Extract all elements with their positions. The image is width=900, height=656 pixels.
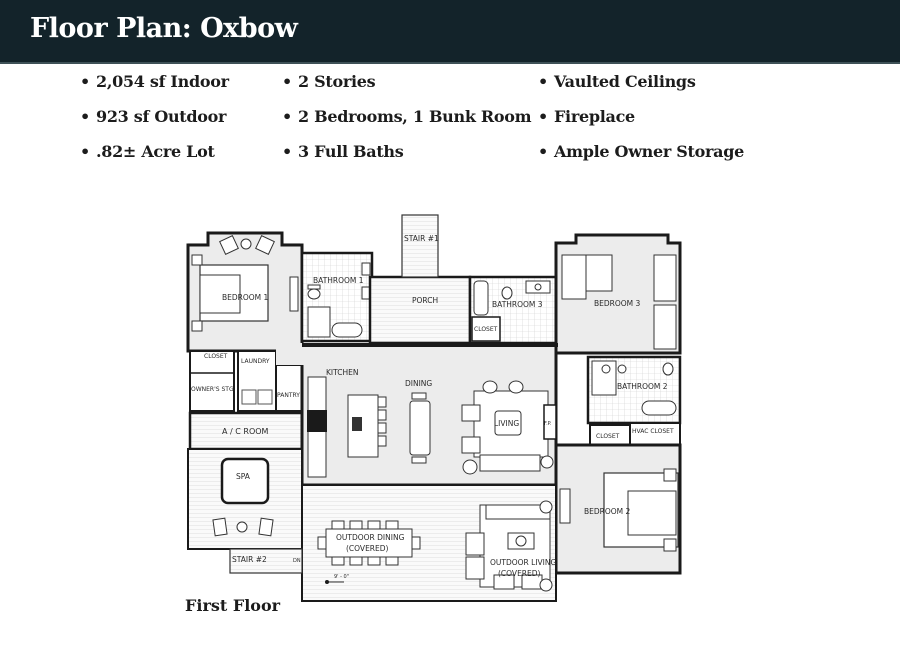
feature-item: •Ample Owner Storage	[538, 142, 744, 161]
room-bathroom-3: CLOSET BATHROOM 3	[468, 275, 558, 345]
svg-text:DN: DN	[293, 558, 301, 564]
feature-item: •.82± Acre Lot	[80, 142, 215, 161]
room-bedroom-3: BEDROOM 3	[554, 233, 682, 355]
svg-text:CLOSET: CLOSET	[474, 326, 498, 333]
svg-text:DINING: DINING	[405, 379, 432, 388]
svg-text:LIVING: LIVING	[494, 419, 519, 428]
svg-text:PANTRY: PANTRY	[277, 392, 300, 399]
utility-rooms: CLOSET OWNER'S STG. LAUNDRY PANTRY	[189, 350, 303, 412]
room-bedroom-2: BEDROOM 2	[554, 443, 682, 575]
svg-text:HVAC CLOSET: HVAC CLOSET	[632, 428, 674, 435]
svg-text:F.P.: F.P.	[544, 421, 552, 427]
room-ac: A / C ROOM	[188, 411, 304, 451]
floor-plan-diagram: BEDROOM 1 BATHROOM 1 CLOSET OWNER'S STG.…	[186, 214, 682, 602]
stair-1: STAIR #1	[401, 214, 439, 278]
feature-item: •Vaulted Ceilings	[538, 72, 696, 91]
svg-text:OUTDOOR LIVING: OUTDOOR LIVING	[490, 558, 556, 567]
svg-text:OWNER'S STG.: OWNER'S STG.	[191, 386, 236, 393]
page-title: Floor Plan: Oxbow	[30, 13, 298, 44]
feature-item: •Fireplace	[538, 107, 635, 126]
svg-text:BEDROOM 1: BEDROOM 1	[222, 293, 269, 302]
svg-text:LAUNDRY: LAUNDRY	[241, 358, 270, 365]
room-bedroom-1: BEDROOM 1	[186, 231, 304, 353]
svg-text:STAIR #1: STAIR #1	[404, 234, 439, 243]
svg-text:OUTDOOR DINING: OUTDOOR DINING	[336, 533, 405, 542]
outdoor-deck: SPA STAIR #2 DN OUTDOOR DINING (COVERED)…	[187, 448, 557, 602]
floor-caption: First Floor	[185, 596, 281, 615]
room-great-room: KITCHEN DINING LIVING F.P.	[300, 343, 558, 487]
feature-item: •2 Bedrooms, 1 Bunk Room	[282, 107, 532, 126]
svg-text:9' - 0": 9' - 0"	[334, 574, 349, 580]
header-bar: Floor Plan: Oxbow	[0, 0, 900, 64]
svg-text:BATHROOM 2: BATHROOM 2	[617, 382, 668, 391]
svg-text:PORCH: PORCH	[412, 296, 438, 305]
feature-item: •3 Full Baths	[282, 142, 404, 161]
room-bathroom-1: BATHROOM 1	[300, 251, 374, 343]
feature-item: •2,054 sf Indoor	[80, 72, 229, 91]
svg-text:BATHROOM 1: BATHROOM 1	[313, 276, 364, 285]
feature-item: •2 Stories	[282, 72, 376, 91]
svg-text:STAIR #2: STAIR #2	[232, 555, 267, 564]
svg-text:SPA: SPA	[236, 472, 251, 481]
feature-list: •2,054 sf Indoor •923 sf Outdoor •.82± A…	[0, 68, 900, 178]
svg-text:CLOSET: CLOSET	[204, 353, 228, 360]
feature-item: •923 sf Outdoor	[80, 107, 227, 126]
svg-text:BEDROOM 3: BEDROOM 3	[594, 299, 641, 308]
svg-text:KITCHEN: KITCHEN	[326, 368, 359, 377]
svg-text:A / C ROOM: A / C ROOM	[222, 427, 269, 436]
room-bathroom-2: BATHROOM 2 CLOSET HVAC CLOSET	[586, 355, 682, 446]
svg-text:CLOSET: CLOSET	[596, 433, 620, 440]
hallway	[276, 343, 558, 365]
svg-text:(COVERED): (COVERED)	[498, 569, 541, 578]
svg-text:BEDROOM 2: BEDROOM 2	[584, 507, 631, 516]
svg-text:(COVERED): (COVERED)	[346, 544, 389, 553]
room-porch: PORCH	[368, 275, 472, 345]
svg-text:BATHROOM 3: BATHROOM 3	[492, 300, 543, 309]
